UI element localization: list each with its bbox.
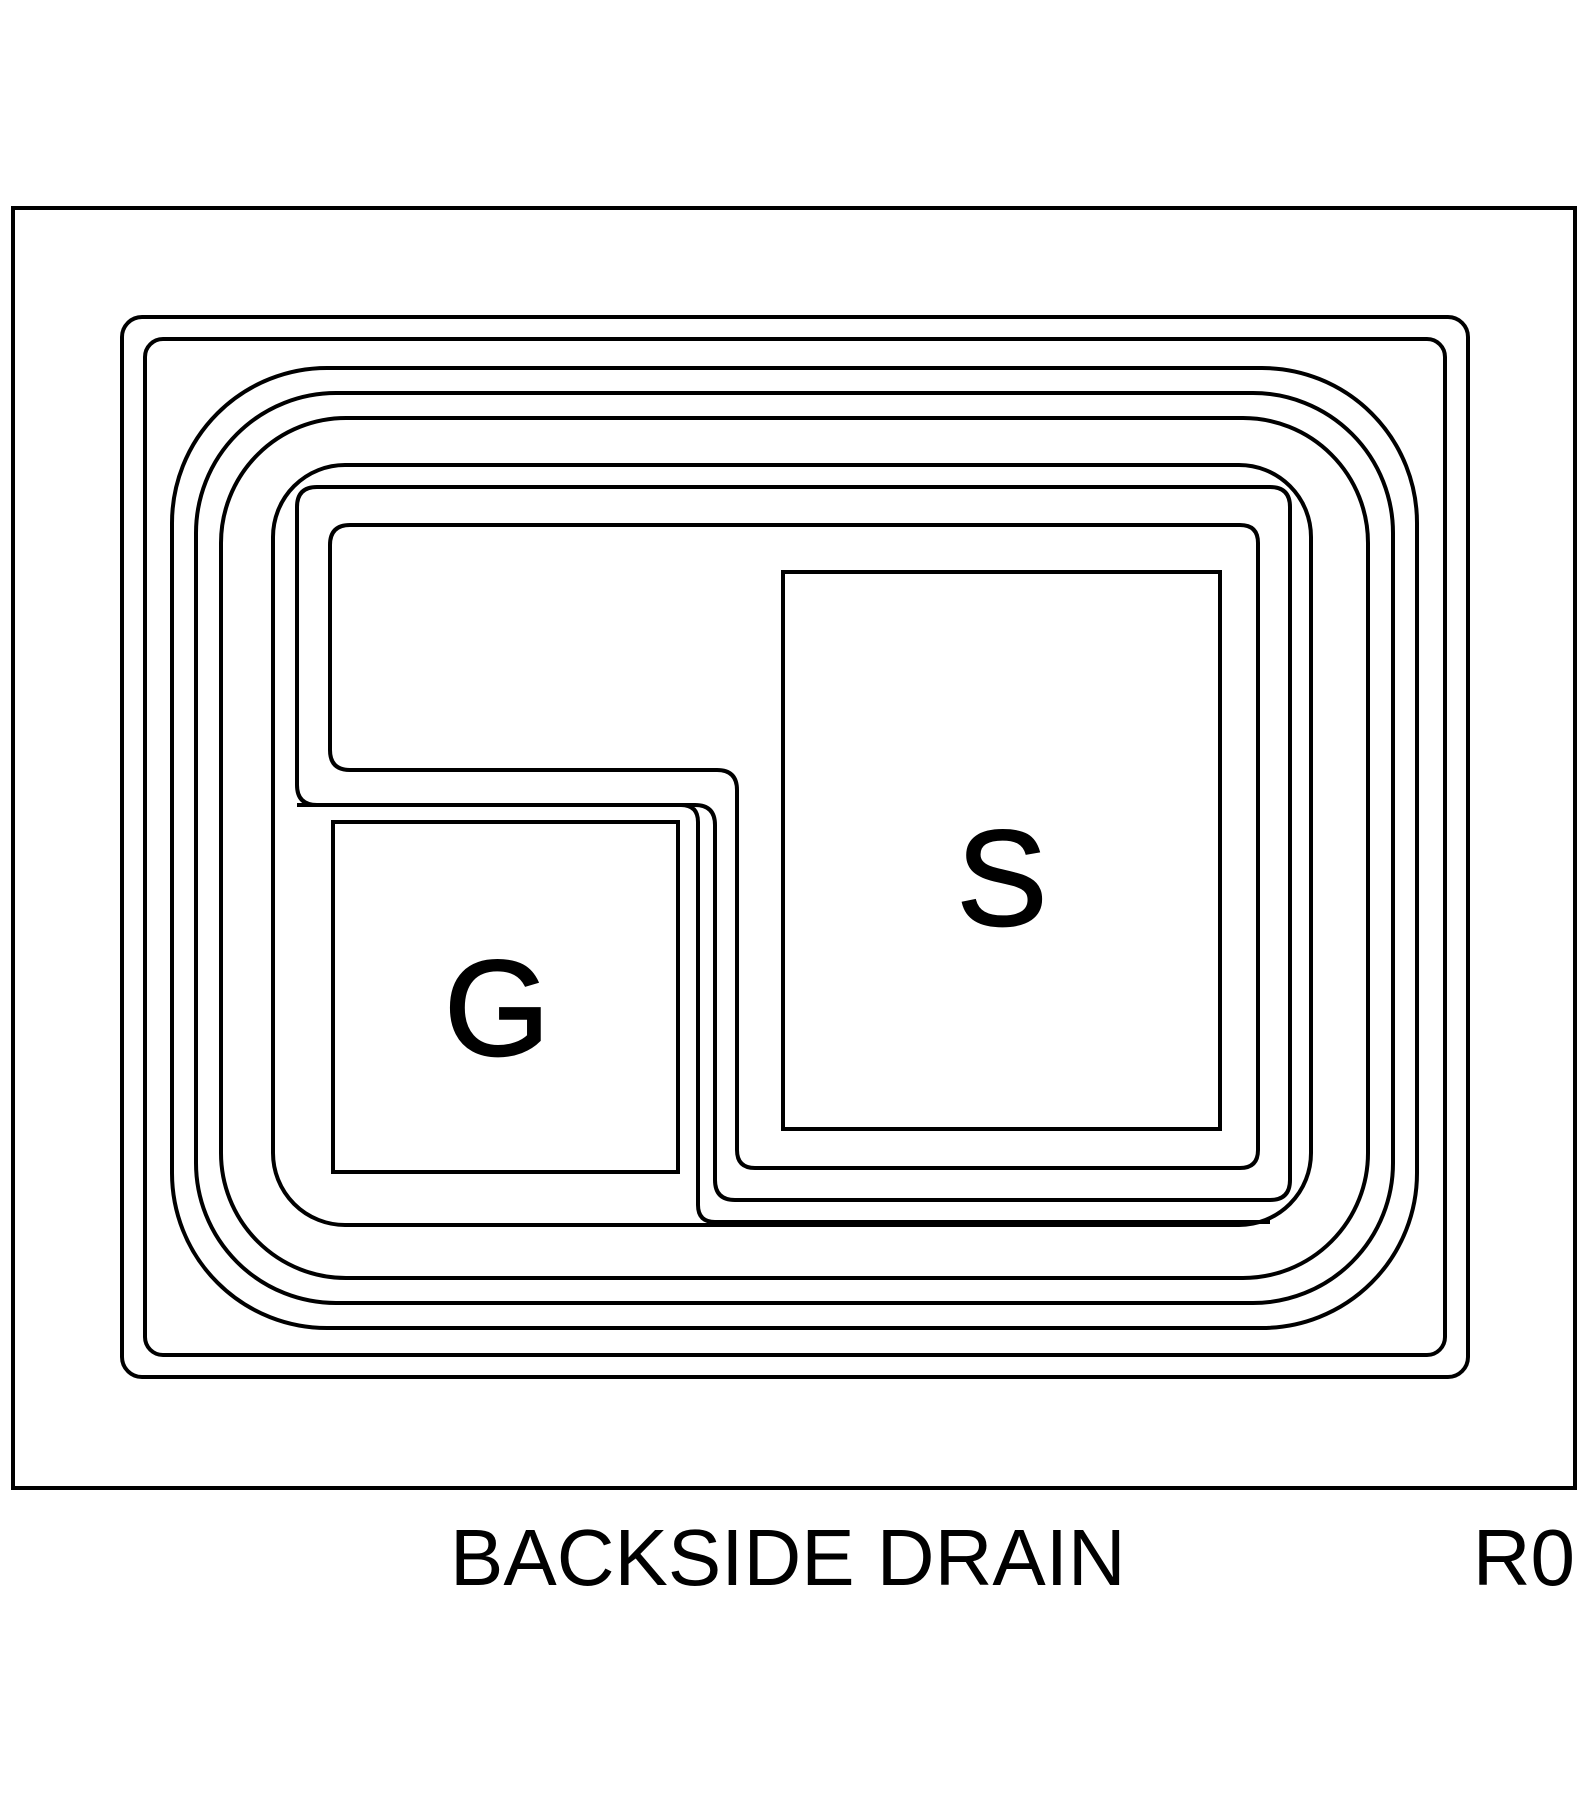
source-metal-inner	[328, 523, 1260, 1170]
guard-ring-outer	[120, 315, 1470, 1379]
gate-pad-label: G	[444, 932, 550, 1084]
gate-pad	[331, 820, 680, 1174]
guard-ring-second	[143, 337, 1447, 1357]
source-pad	[781, 570, 1222, 1131]
gate-region-outline	[297, 803, 1270, 1224]
termination-ring-2	[194, 391, 1395, 1305]
revision-label: R0	[1473, 1513, 1575, 1602]
die-outline	[11, 206, 1577, 1490]
active-area-ring	[271, 463, 1313, 1227]
source-metal-outer	[295, 485, 1292, 1202]
termination-ring-1	[170, 366, 1419, 1330]
backside-drain-caption: BACKSIDE DRAIN	[450, 1513, 1126, 1602]
termination-ring-3	[219, 416, 1370, 1280]
source-pad-label: S	[957, 802, 1048, 954]
